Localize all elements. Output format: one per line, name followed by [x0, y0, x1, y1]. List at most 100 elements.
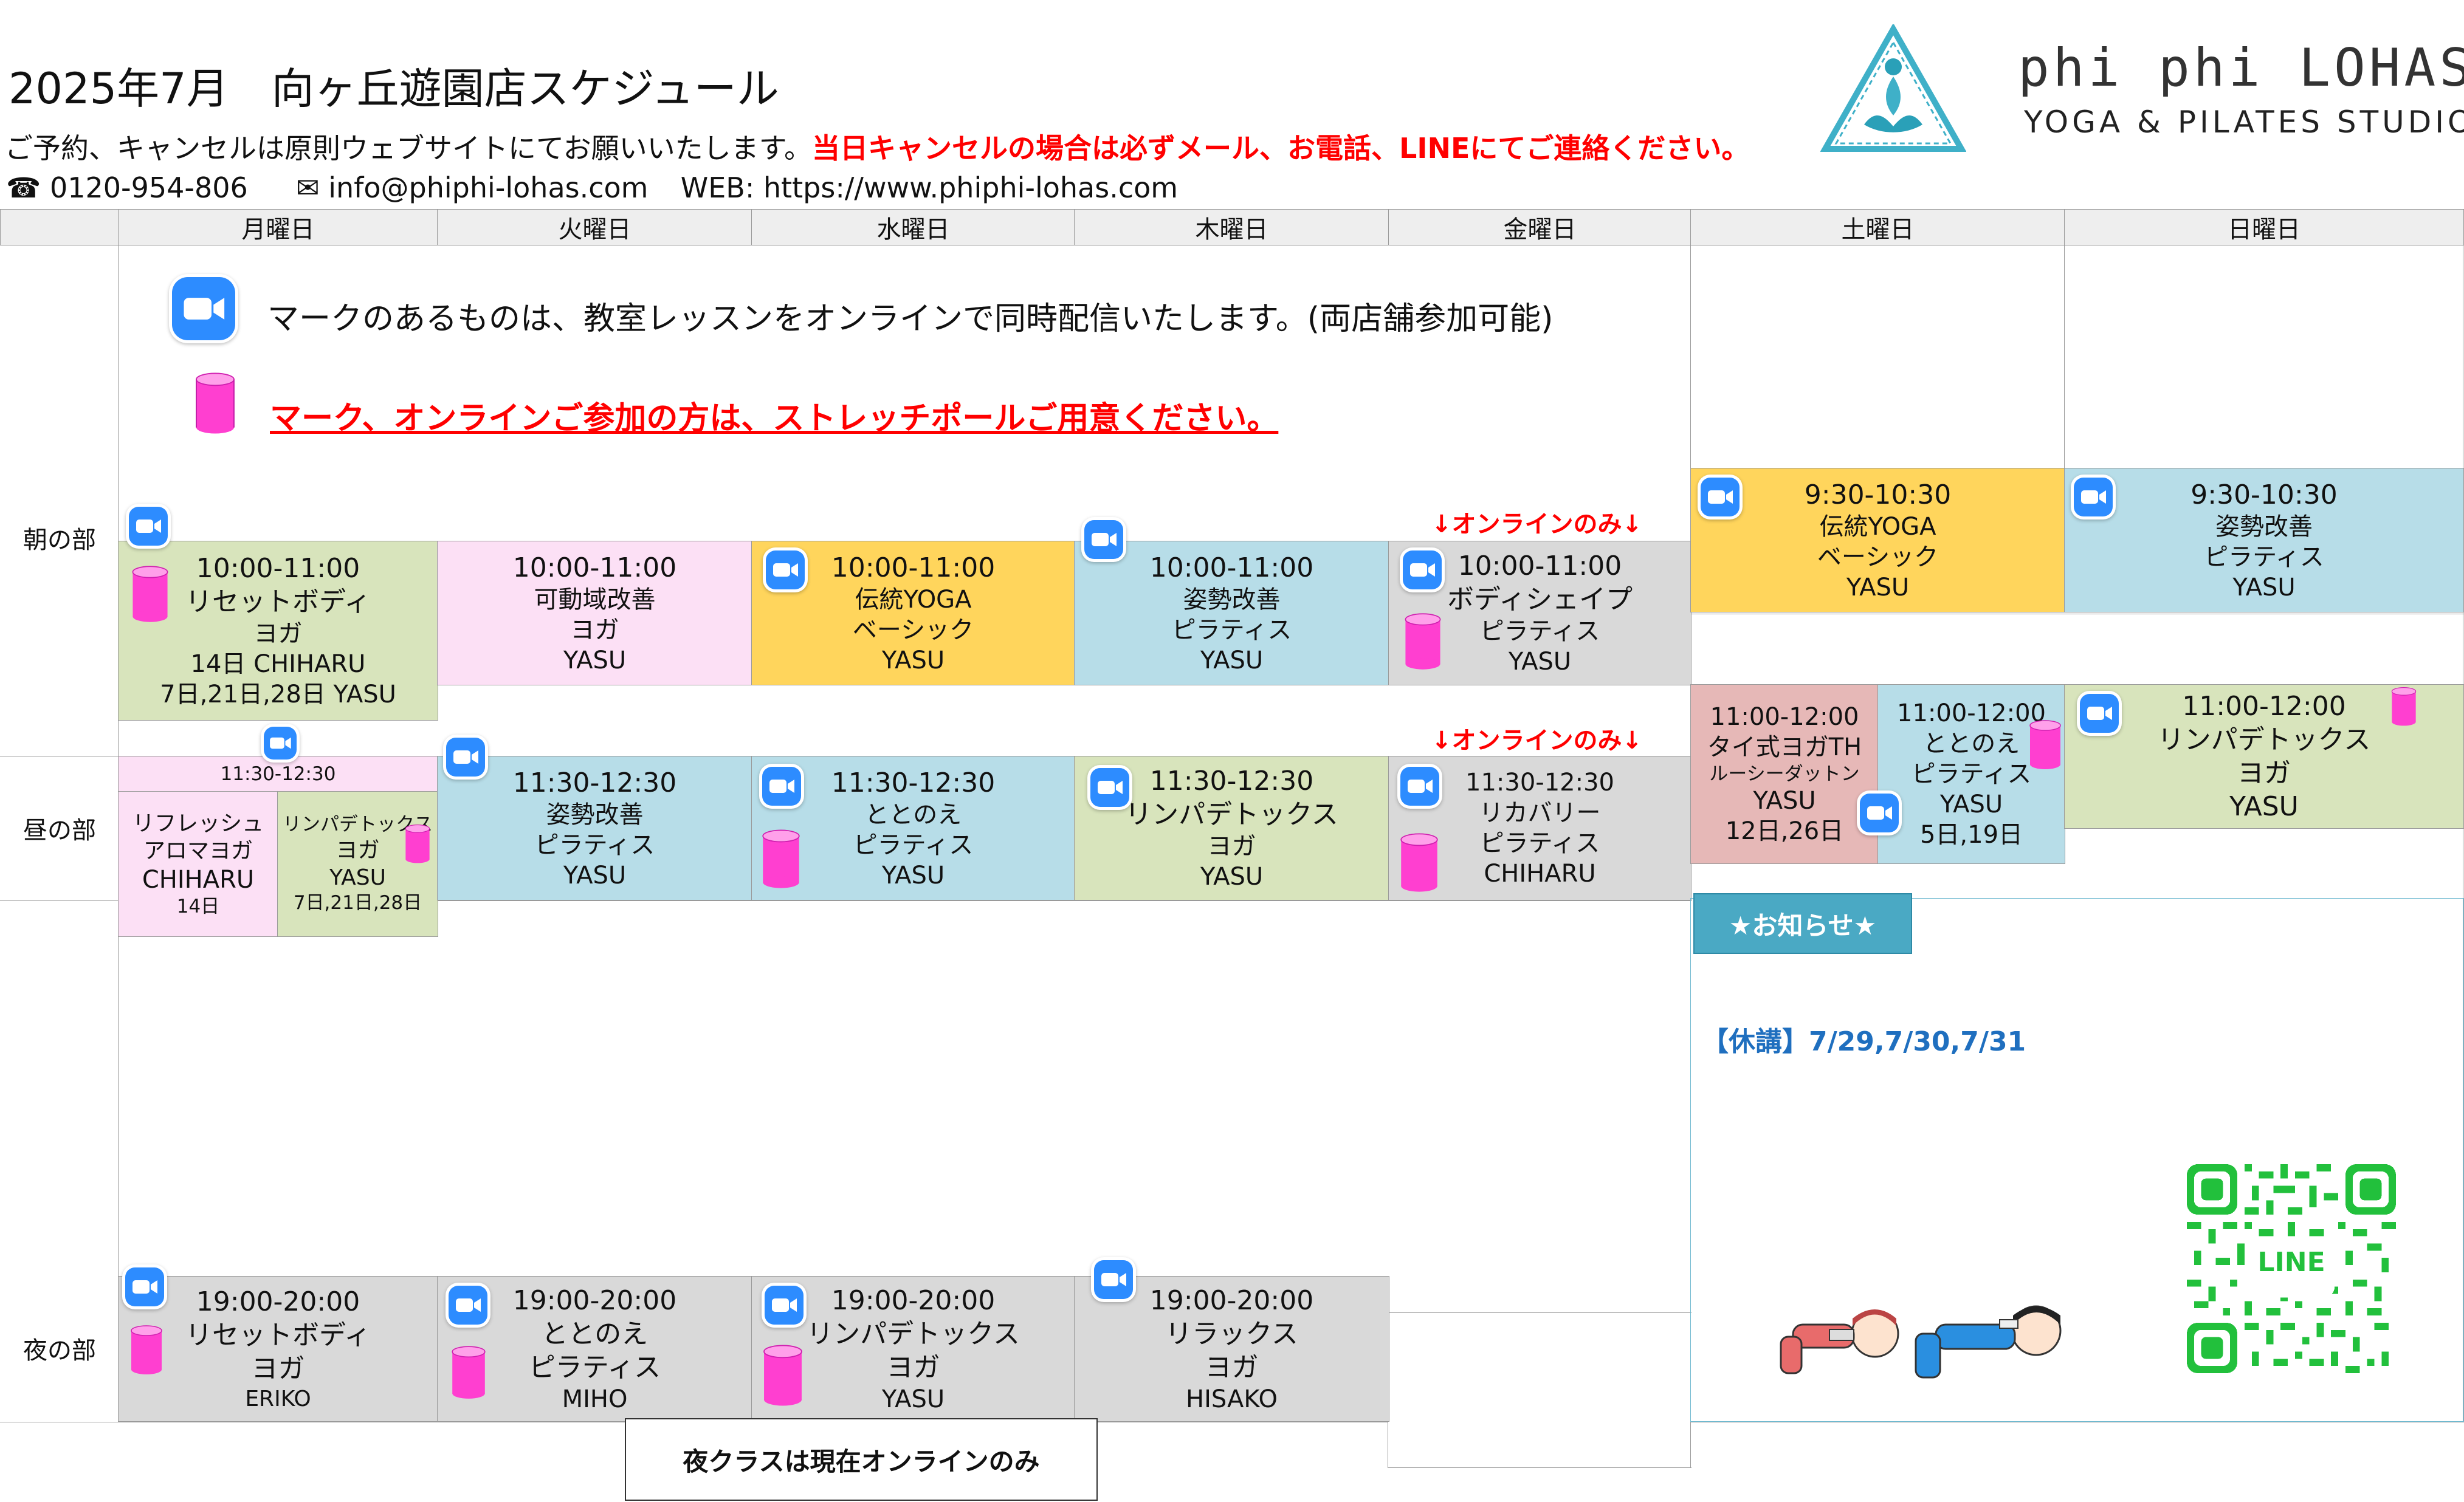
class-dates: 12日,26日: [1725, 817, 1844, 846]
class-type: ヨガ: [570, 616, 619, 644]
zoom-camera-icon: [1403, 550, 1442, 589]
class-time: 10:00-11:00: [1457, 550, 1622, 581]
class-instructor: 14日 CHIHARU: [190, 650, 366, 678]
class-time: 10:00-11:00: [196, 553, 360, 584]
class-instructor: ERIKO: [245, 1387, 311, 1411]
class-type: ヨガ: [2237, 758, 2291, 789]
class-time: 19:00-20:00: [831, 1284, 996, 1316]
class-sat-noon-a[interactable]: 11:00-12:00 タイ式ヨガTH ルーシーダットン YASU 12日,26…: [1690, 684, 1879, 864]
class-instructor: YASU: [2232, 573, 2296, 602]
class-name: リフレッシュ: [132, 811, 264, 836]
class-name: 伝統YOGA: [1819, 512, 1936, 541]
class-time: 11:30-12:30: [220, 763, 336, 785]
news-button[interactable]: ★お知らせ★: [1693, 893, 1912, 954]
class-name: リラックス: [1165, 1318, 1298, 1349]
zoom-camera-icon: [449, 1286, 487, 1325]
class-type: アロマヨガ: [143, 838, 253, 863]
class-thu-morning[interactable]: 10:00-11:00 姿勢改善 ピラティス YASU: [1074, 541, 1389, 685]
line-label: LINE: [2257, 1247, 2325, 1278]
class-tue-night[interactable]: 19:00-20:00 ととのえ ピラティス MIHO: [437, 1276, 752, 1422]
class-instructor: YASU: [881, 1385, 945, 1413]
class-wed-morning[interactable]: 10:00-11:00 伝統YOGA ベーシック YASU: [751, 541, 1075, 685]
class-instructor: YASU: [1753, 787, 1816, 815]
class-type: ピラティス: [1479, 829, 1600, 857]
class-instructor: CHIHARU: [142, 865, 255, 894]
class-name: リセットボディ: [185, 1320, 371, 1351]
class-instructor-alt: 7日,21日,28日 YASU: [160, 681, 396, 708]
class-wed-noon[interactable]: 11:30-12:30 ととのえ ピラティス YASU: [751, 756, 1075, 900]
day-header-thu: 木曜日: [1074, 209, 1389, 245]
zoom-camera-icon: [765, 1286, 804, 1325]
class-name: リンパデトックス: [2157, 724, 2371, 755]
page-title: 2025年7月 向ヶ丘遊園店スケジュール: [9, 64, 779, 114]
closed-notice: 【休講】7/29,7/30,7/31: [1702, 1026, 2026, 1057]
lotus-triangle-logo: [1820, 22, 1967, 155]
class-name: ボディシェイプ: [1447, 584, 1633, 615]
class-name: ととのえ: [541, 1318, 649, 1349]
class-time: 10:00-11:00: [831, 552, 996, 583]
stretch-pole-icon: [761, 1344, 805, 1407]
class-thu-night[interactable]: 19:00-20:00 リラックス ヨガ HISAKO: [1074, 1276, 1389, 1422]
zoom-camera-icon: [762, 767, 801, 806]
zoom-camera-icon: [129, 507, 168, 546]
class-mon-noon-b[interactable]: リンパデトックス ヨガ YASU 7日,21日,28日: [277, 791, 438, 937]
class-sun-noon[interactable]: 11:00-12:00 リンパデトックス ヨガ YASU: [2064, 684, 2464, 829]
class-sat-noon-b[interactable]: 11:00-12:00 ととのえ ピラティス YASU 5日,19日: [1877, 684, 2065, 864]
day-header-sat: 土曜日: [1690, 209, 2065, 245]
class-wed-night[interactable]: 19:00-20:00 リンパデトックス ヨガ YASU: [751, 1276, 1075, 1422]
brand-subtitle: YOGA & PILATES STUDIO: [2024, 105, 2464, 140]
class-type: ピラティス: [528, 1351, 661, 1383]
online-only-label-noon: ↓オンラインのみ↓: [1431, 727, 1643, 755]
class-name: 姿勢改善: [1183, 585, 1281, 614]
day-header-fri: 金曜日: [1388, 209, 1691, 245]
website-url[interactable]: WEB: https://www.phiphi-lohas.com: [680, 171, 1179, 204]
class-name: リンパデトックス: [807, 1318, 1020, 1349]
class-mon-noon-a[interactable]: リフレッシュ アロマヨガ CHIHARU 14日: [118, 791, 278, 937]
phone-number[interactable]: 0120-954-806: [49, 171, 248, 204]
class-instructor: YASU: [1939, 790, 2003, 818]
class-dates: 5日,19日: [1919, 821, 2023, 849]
grid-line: [1388, 1312, 1691, 1313]
class-name: 可動域改善: [534, 585, 656, 614]
class-name: リカバリー: [1479, 799, 1601, 827]
zoom-camera-icon: [1084, 520, 1123, 559]
stretch-illustration: [1775, 1300, 2067, 1385]
stretch-pole-icon: [447, 1345, 490, 1400]
day-header-mon: 月曜日: [118, 209, 438, 245]
contact-line: ☎ 0120-954-806 ✉ info@phiphi-lohas.com W…: [6, 171, 1178, 204]
class-sat-morning[interactable]: 9:30-10:30 伝統YOGA ベーシック YASU: [1690, 468, 2065, 612]
grid-line: [2064, 245, 2065, 470]
zoom-camera-icon: [2080, 694, 2119, 733]
class-instructor: YASU: [1200, 646, 1264, 674]
class-type: ヨガ: [1205, 1351, 1259, 1383]
class-time: 19:00-20:00: [512, 1284, 677, 1316]
email-address[interactable]: info@phiphi-lohas.com: [328, 171, 649, 204]
class-thu-noon[interactable]: 11:30-12:30 リンパデトックス ヨガ YASU: [1074, 756, 1389, 900]
class-type: ベーシック: [852, 616, 974, 644]
stretch-pole-icon: [1398, 832, 1440, 893]
class-type: ヨガ: [336, 838, 380, 863]
class-tue-noon[interactable]: 11:30-12:30 姿勢改善 ピラティス YASU: [437, 756, 752, 900]
class-time: 9:30-10:30: [2190, 479, 2338, 510]
class-time: 11:30-12:30: [512, 767, 677, 798]
class-time: 11:00-12:00: [2182, 691, 2346, 722]
class-time: 11:30-12:30: [1149, 766, 1314, 797]
notice-normal: ご予約、キャンセルは原則ウェブサイトにてお願いいたします。: [5, 132, 813, 165]
class-mon-night[interactable]: 19:00-20:00 リセットボディ ヨガ ERIKO: [118, 1276, 438, 1422]
class-dates: 14日: [176, 895, 220, 917]
brand-name: phi phi LOHAS: [2018, 38, 2464, 98]
class-name: 姿勢改善: [2215, 512, 2313, 541]
line-qr-code[interactable]: LINE: [2187, 1164, 2396, 1373]
class-name: リセットボディ: [185, 586, 371, 617]
class-mon-noon-time[interactable]: 11:30-12:30: [118, 756, 438, 792]
class-tue-morning[interactable]: 10:00-11:00 可動域改善 ヨガ YASU: [437, 541, 752, 685]
class-mon-morning[interactable]: 10:00-11:00 リセットボディ ヨガ 14日 CHIHARU 7日,21…: [118, 541, 438, 721]
schedule-header-row: [0, 209, 119, 245]
section-night: 夜の部: [23, 1337, 96, 1365]
section-morning: 朝の部: [23, 526, 96, 554]
class-instructor: CHIHARU: [1484, 860, 1596, 888]
class-instructor: YASU: [329, 865, 387, 890]
zoom-camera-icon: [446, 738, 485, 777]
class-sun-morning[interactable]: 9:30-10:30 姿勢改善 ピラティス YASU: [2064, 468, 2464, 612]
class-instructor: YASU: [1508, 648, 1572, 676]
